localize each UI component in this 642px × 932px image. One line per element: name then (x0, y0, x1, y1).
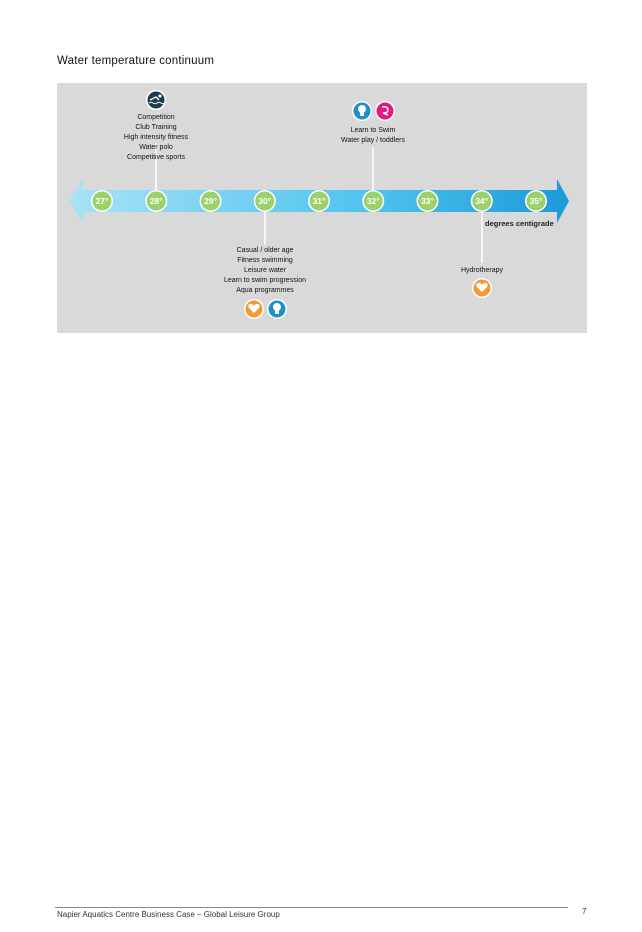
learn-icon (267, 299, 287, 319)
unit-label: degrees centigrade (485, 219, 554, 228)
temperature-tick: 29° (199, 190, 222, 212)
activity-label: Aqua programmes (236, 287, 294, 294)
activity-label: Water play / toddlers (341, 137, 405, 144)
temperature-tick-label: 28° (150, 196, 163, 206)
temperature-tick: 30° (253, 190, 276, 212)
activity-label: Water polo (139, 144, 173, 151)
temperature-tick: 31° (308, 190, 330, 212)
activity-label: Casual / older age (236, 247, 294, 254)
section-heading: Water temperature continuum (57, 55, 215, 67)
toddler-play-icon (375, 101, 395, 121)
temperature-tick-label: 29° (204, 196, 217, 206)
temperature-tick-label: 35° (530, 196, 543, 206)
activity-label: Fitness swimming (237, 257, 293, 264)
temperature-tick: 27° (91, 190, 113, 212)
temperature-tick: 34° (470, 190, 493, 212)
activity-label: Leisure water (243, 267, 287, 274)
learn-icon (352, 101, 372, 121)
label-group-32: Learn to Swim Water play / toddlers (323, 126, 423, 146)
activity-label: Competition (137, 114, 175, 121)
activity-label: Competitive sports (127, 154, 185, 161)
temperature-tick: 32° (362, 190, 385, 212)
label-group-28: Competition Club Training High intensity… (106, 113, 206, 163)
label-group-34: Hydrotherapy (432, 266, 532, 276)
temperature-tick-label: 30° (258, 196, 271, 206)
temperature-tick-label: 34° (475, 196, 488, 206)
page-number: 7 (582, 907, 587, 916)
temperature-tick: 33° (416, 190, 439, 212)
continuum-graphic: 27° 28° 29° 30° 31° 32° 33° 34° 35° (69, 90, 569, 319)
temperature-tick-label: 31° (313, 196, 326, 206)
heart-health-icon (472, 278, 492, 298)
temperature-tick: 28° (145, 190, 168, 212)
swimmer-icon (146, 90, 166, 110)
label-group-30: Casual / older age Fitness swimming Leis… (215, 246, 315, 296)
activity-label: Club Training (135, 124, 177, 131)
heart-health-icon (244, 299, 264, 319)
activity-label: Learn to swim progression (223, 277, 307, 284)
temperature-tick-label: 33° (421, 196, 434, 206)
activity-label: Learn to Swim (350, 127, 396, 134)
footer-text: Napier Aquatics Centre Business Case – G… (57, 910, 280, 919)
footer-rule (55, 907, 568, 908)
activity-label: High intensity fitness (123, 134, 189, 141)
temperature-tick-label: 27° (96, 196, 109, 206)
temperature-tick-label: 32° (367, 196, 380, 206)
temperature-tick: 35° (525, 190, 547, 212)
activity-label: Hydrotherapy (460, 267, 504, 274)
temperature-continuum-diagram: 27° 28° 29° 30° 31° 32° 33° 34° 35° (57, 83, 587, 333)
